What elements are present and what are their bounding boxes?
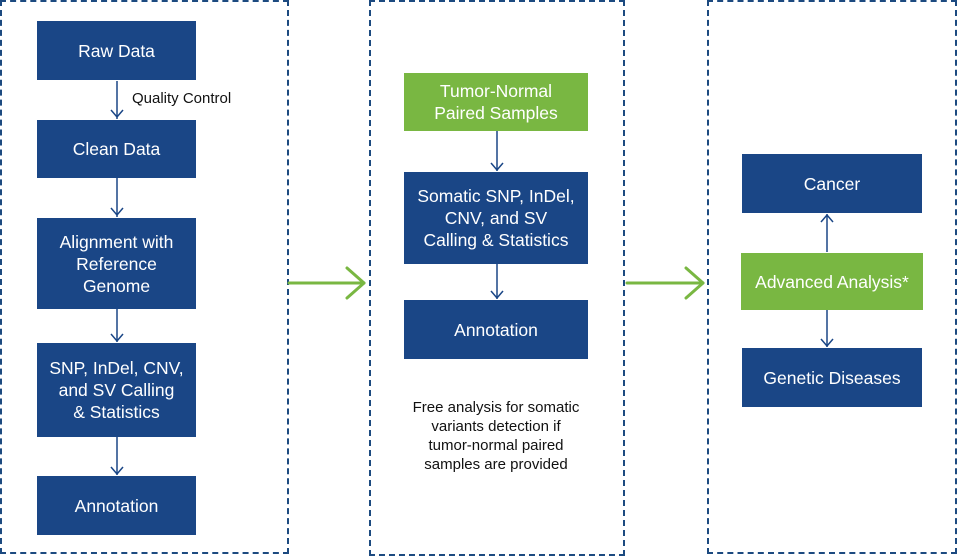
cancer-node: Cancer — [742, 154, 922, 213]
arrow-calling-to-annotation — [110, 437, 124, 476]
quality-control-label: Quality Control — [132, 90, 232, 107]
clean-data-node: Clean Data — [37, 120, 196, 178]
arrow-somatic-calling-to-annotation — [490, 264, 504, 300]
germline-panel — [0, 0, 289, 554]
somatic-annotation-node: Annotation — [404, 300, 588, 359]
germline-calling-node: SNP, InDel, CNV, and SV Calling & Statis… — [37, 343, 196, 437]
germline-annotation-node: Annotation — [37, 476, 196, 535]
tumor-normal-samples-node: Tumor-Normal Paired Samples — [404, 73, 588, 131]
arrow-advanced-to-genetic — [820, 310, 834, 348]
arrow-somatic-to-advanced — [625, 266, 705, 300]
arrow-raw-to-clean — [110, 81, 124, 119]
advanced-analysis-node: Advanced Analysis* — [741, 253, 923, 310]
advanced-panel — [707, 0, 957, 554]
arrow-germline-to-somatic — [287, 266, 366, 300]
arrow-clean-to-alignment — [110, 178, 124, 217]
raw-data-node: Raw Data — [37, 21, 196, 80]
arrow-alignment-to-calling — [110, 309, 124, 343]
alignment-node: Alignment with Reference Genome — [37, 218, 196, 309]
somatic-note: Free analysis for somatic variants detec… — [412, 399, 580, 473]
arrow-samples-to-somatic-calling — [490, 131, 504, 172]
arrow-advanced-to-cancer — [820, 213, 834, 252]
somatic-calling-node: Somatic SNP, InDel, CNV, and SV Calling … — [404, 172, 588, 264]
genetic-diseases-node: Genetic Diseases — [742, 348, 922, 407]
somatic-panel — [369, 0, 625, 556]
